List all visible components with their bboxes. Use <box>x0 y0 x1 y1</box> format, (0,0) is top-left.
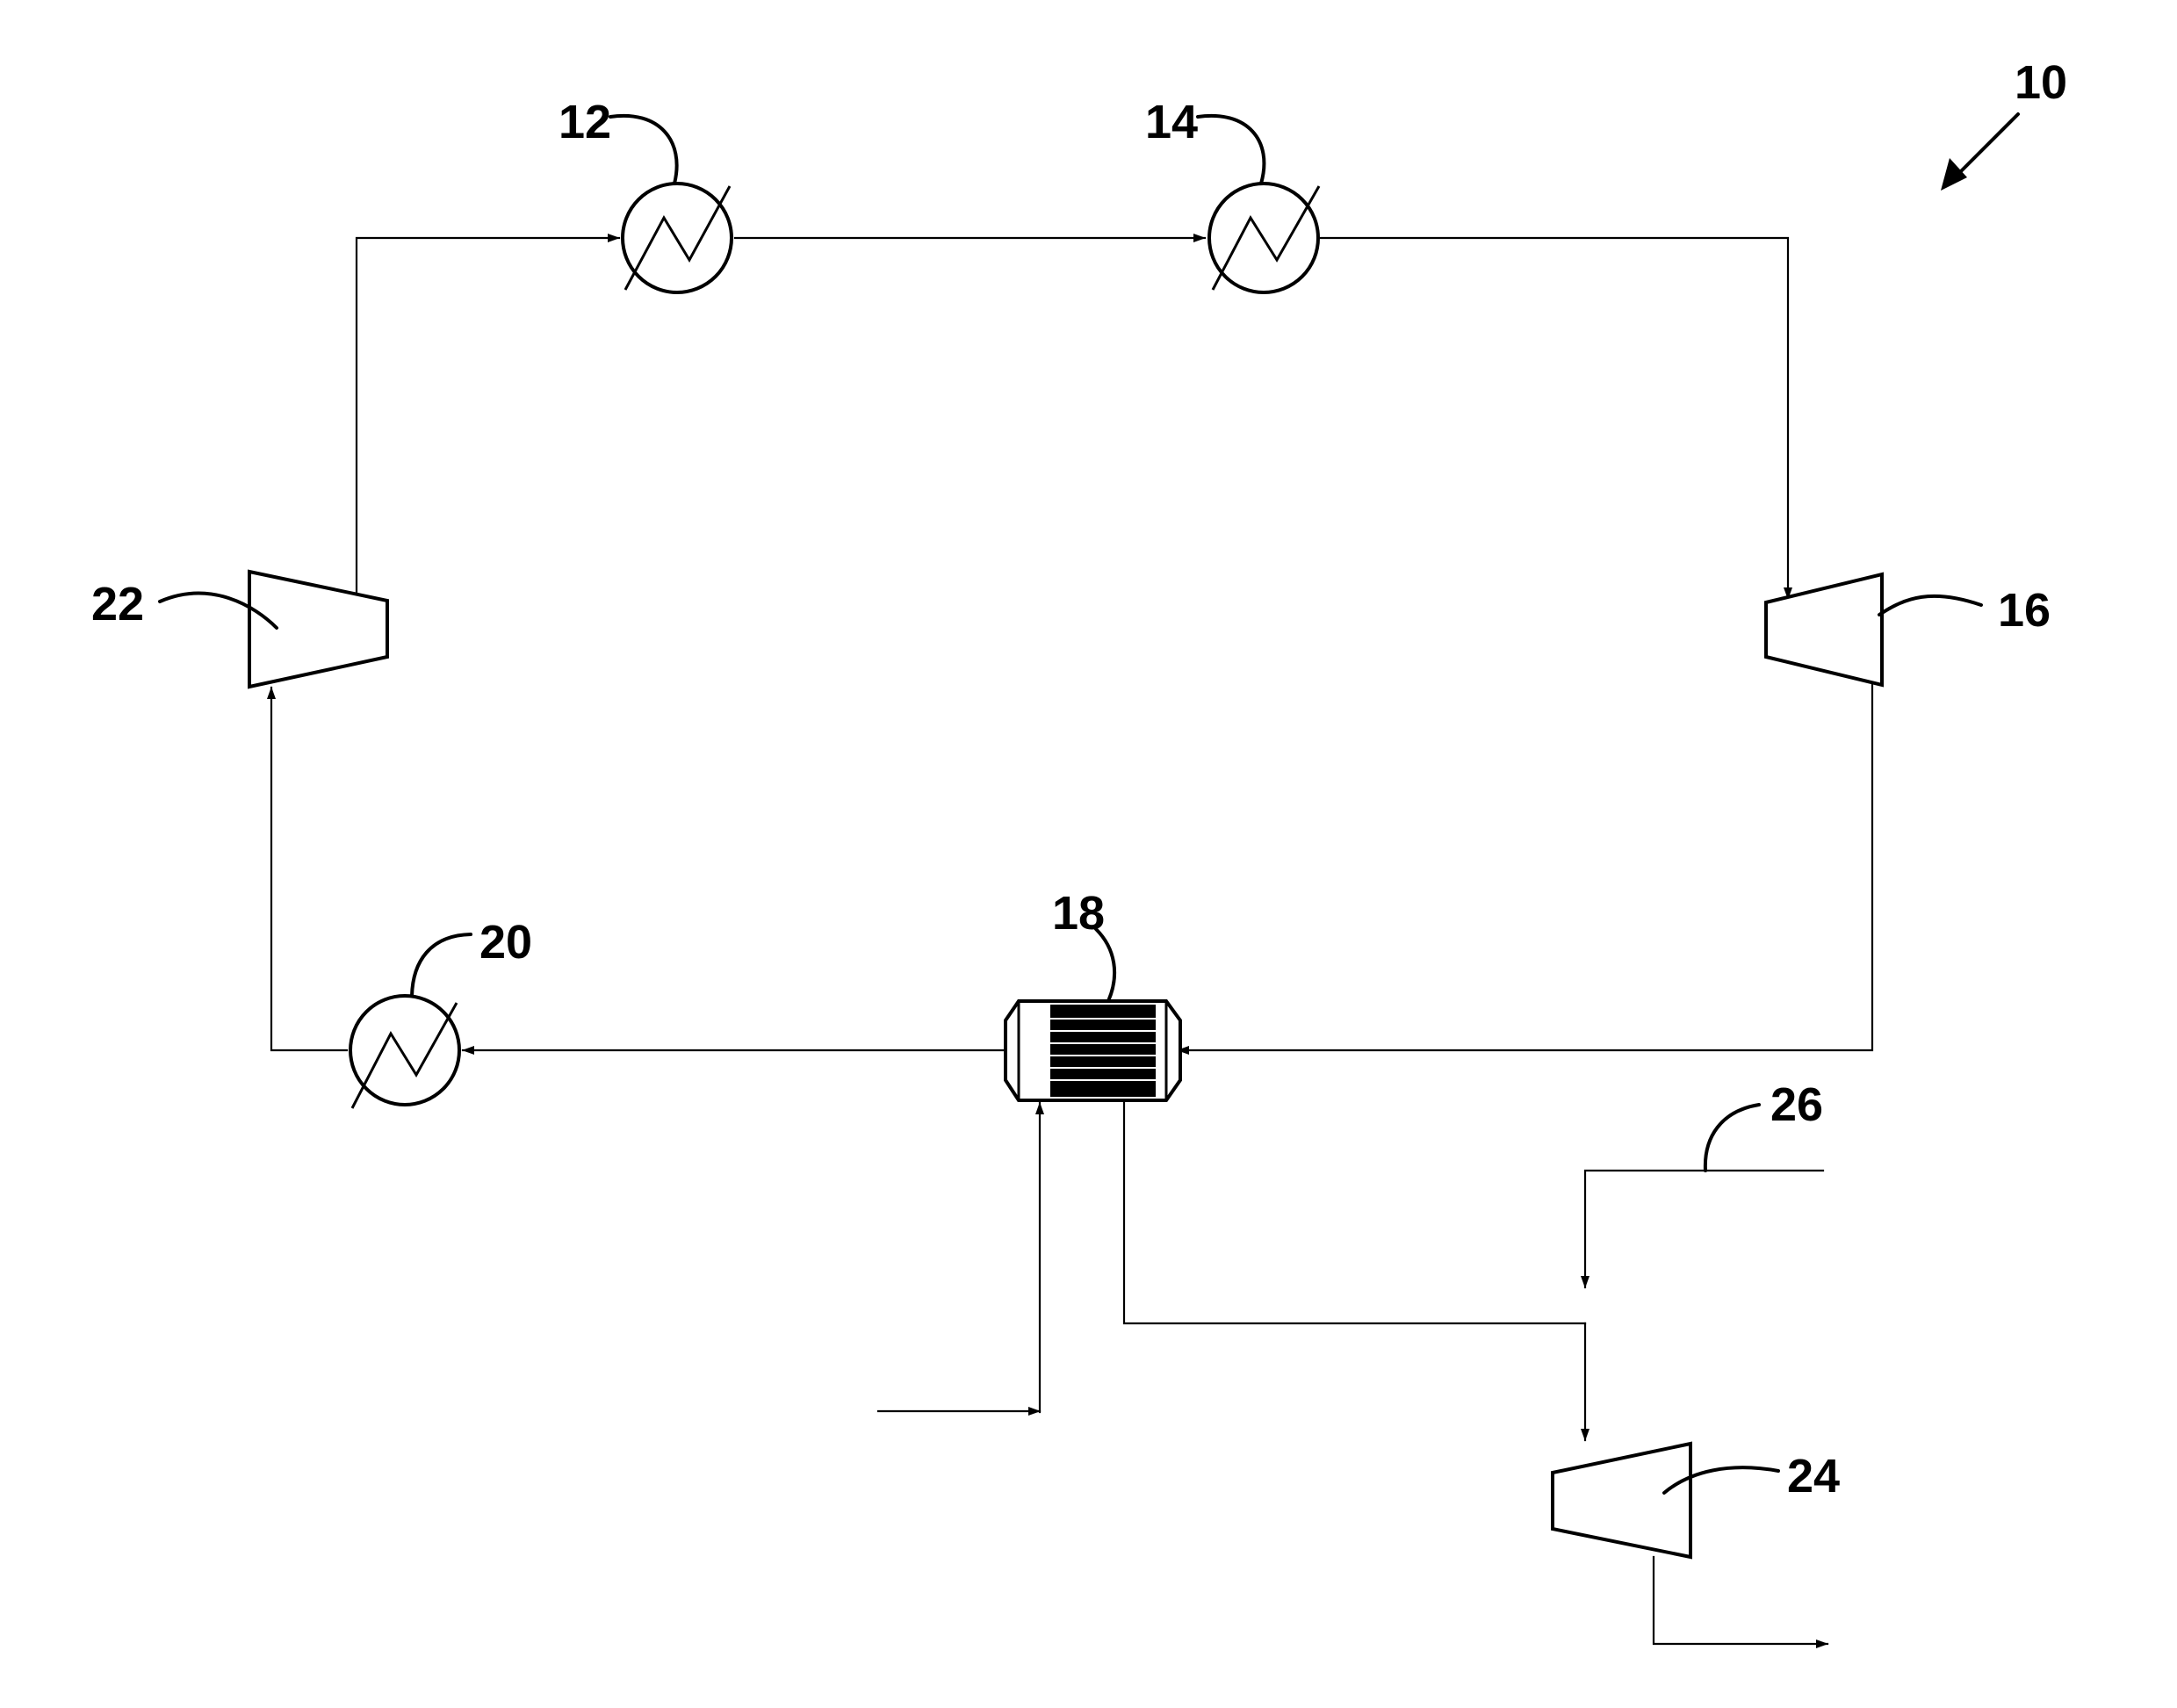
ref-system-10: 10 <box>2015 56 2067 109</box>
leader-lines <box>160 114 2018 1493</box>
leader-16 <box>1879 596 1981 615</box>
ref-cooler-20: 20 <box>479 916 532 969</box>
reference-numerals: 10 12 14 16 18 20 22 24 26 <box>91 56 2067 1503</box>
line-recuperator-outlet <box>1124 1103 1585 1323</box>
leader-26 <box>1705 1105 1759 1171</box>
heat-exchanger-12 <box>623 184 732 292</box>
recuperator-18 <box>1006 1001 1180 1100</box>
leader-20 <box>412 934 471 996</box>
line-feed-26 <box>1585 1171 1823 1287</box>
ref-expander-24: 24 <box>1787 1450 1840 1503</box>
ref-feed-line-26: 26 <box>1770 1078 1823 1131</box>
line-turbine-to-recuperator <box>1178 685 1872 1050</box>
leader-14 <box>1198 116 1264 184</box>
leader-12 <box>610 116 677 184</box>
system-10-arrow-head <box>1941 158 1967 191</box>
compressor-22 <box>249 572 387 687</box>
ref-recuperator-18: 18 <box>1052 887 1105 940</box>
leader-18 <box>1096 929 1114 1001</box>
heat-exchanger-14 <box>1209 184 1319 292</box>
ref-heater-12: 12 <box>559 96 611 148</box>
cooler-20 <box>350 996 459 1108</box>
system-10-arrow-line <box>1957 114 2018 176</box>
line-heater-14-to-turbine <box>1321 238 1788 599</box>
line-cooler-to-compressor <box>271 688 347 1050</box>
line-expander-outlet <box>1654 1557 1827 1644</box>
ref-heater-14: 14 <box>1145 96 1198 148</box>
turbine-16 <box>1766 574 1882 685</box>
ref-turbine-16: 16 <box>1998 584 2051 637</box>
expander-24 <box>1553 1444 1690 1557</box>
line-compressor-to-heater-12 <box>357 238 619 592</box>
ref-compressor-22: 22 <box>91 578 144 631</box>
